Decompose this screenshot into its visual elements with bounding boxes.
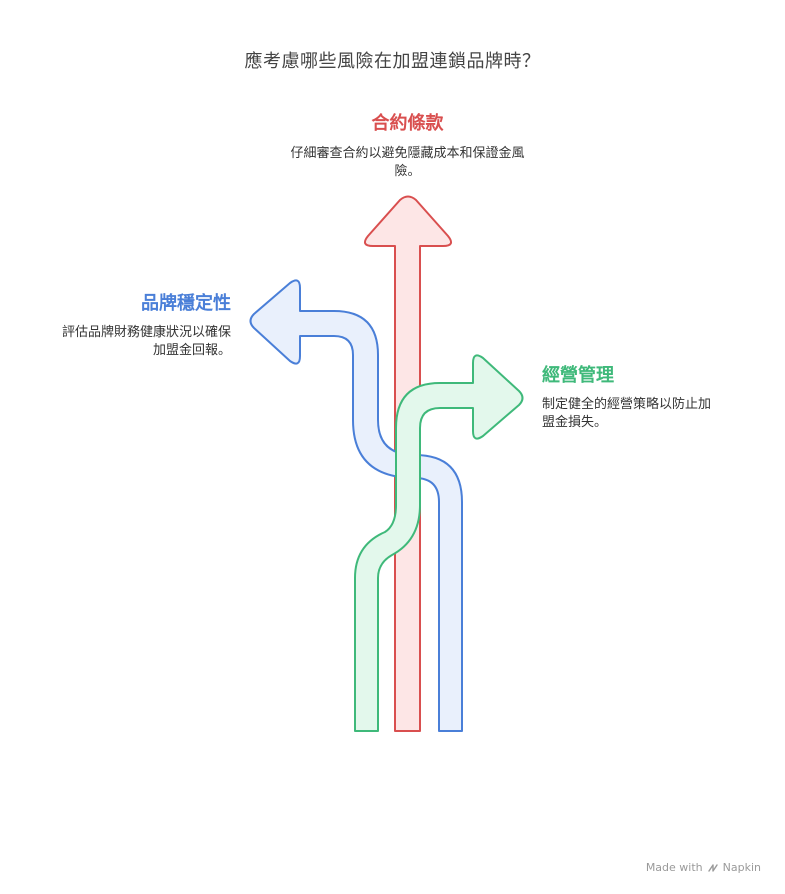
contract-description: 仔細審查合約以避免隱藏成本和保證金風險。 <box>290 146 525 179</box>
operations-description: 制定健全的經營策略以防止加盟金損失。 <box>542 397 712 430</box>
contract-heading: 合約條款 <box>371 113 444 134</box>
napkin-logo-icon <box>707 863 718 872</box>
brand-arrow <box>249 279 463 732</box>
footer-made-with: Made with <box>645 861 703 874</box>
footer-brand: Napkin <box>722 861 761 874</box>
diagram-title: 應考慮哪些風險在加盟連鎖品牌時？ <box>244 51 541 72</box>
operations-heading: 經營管理 <box>542 365 614 386</box>
operations-arrow <box>354 354 524 732</box>
brand-description: 評估品牌財務健康狀況以確保加盟金回報。 <box>61 325 231 358</box>
napkin-credit[interactable]: Made with Napkin <box>646 861 761 874</box>
brand-heading: 品牌穩定性 <box>141 293 231 314</box>
